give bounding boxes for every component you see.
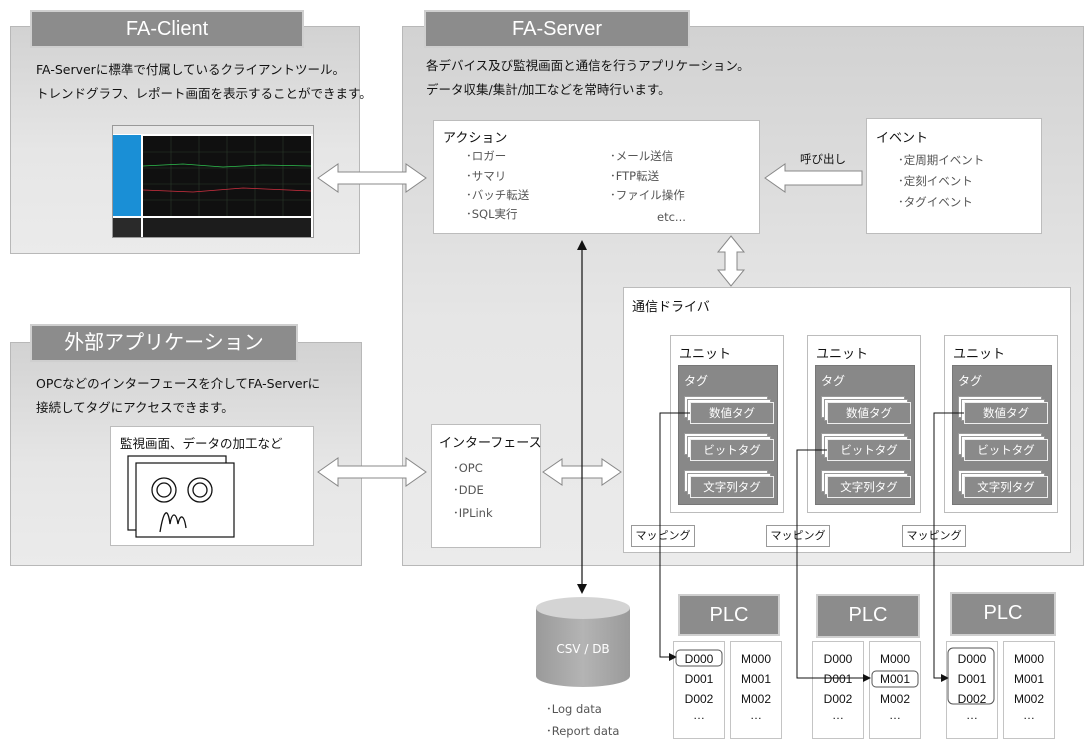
action-item: ･SQL実行 xyxy=(466,207,518,221)
action-item: ･ロガー xyxy=(466,149,507,163)
numeric-tag: 数値タグ xyxy=(964,402,1048,424)
action-etc: etc... xyxy=(657,210,686,224)
m002-cell: M002 xyxy=(879,692,911,706)
m001-cell: M001 xyxy=(879,672,911,686)
client-table-side xyxy=(113,218,141,237)
event-item: ･定刻イベント xyxy=(898,174,973,188)
fa-server-desc-line2: データ収集/集計/加工などを常時行います。 xyxy=(426,82,671,97)
d000-cell: D000 xyxy=(684,652,714,666)
driver-title: 通信ドライバ xyxy=(632,300,710,315)
client-sidebar xyxy=(113,135,141,216)
m001-cell: M001 xyxy=(1013,672,1045,686)
client-trend-graph xyxy=(143,136,311,216)
client-screen-thumbnail xyxy=(112,125,314,238)
database-note: ･Report data xyxy=(546,724,620,738)
plc-d-memory: D000 D001 D002 … xyxy=(812,641,864,739)
ellipsis: … xyxy=(1023,708,1035,722)
bit-tag: ビットタグ xyxy=(964,439,1048,461)
client-titlebar xyxy=(113,126,313,134)
ellipsis: … xyxy=(889,708,901,722)
monitor-screen-title: 監視画面、データの加工など xyxy=(120,436,283,451)
interface-item: ･IPLink xyxy=(453,506,493,520)
fa-client-desc-line2: トレンドグラフ、レポート画面を表示することができます。 xyxy=(36,86,372,101)
event-item: ･定周期イベント xyxy=(898,153,985,167)
string-tag: 文字列タグ xyxy=(964,476,1048,498)
numeric-tag: 数値タグ xyxy=(690,402,774,424)
m001-cell: M001 xyxy=(740,672,772,686)
tag-group-label: タグ xyxy=(684,374,709,388)
action-title: アクション xyxy=(443,131,508,146)
interface-box xyxy=(431,424,541,548)
unit-title: ユニット xyxy=(679,347,732,362)
plc-m-memory: M000 M001 M002 … xyxy=(869,641,921,739)
d000-cell: D000 xyxy=(957,652,987,666)
interface-title: インターフェース xyxy=(439,436,542,451)
external-app-desc-line1: OPCなどのインターフェースを介してFA-Serverに xyxy=(36,376,321,391)
action-item: ･ファイル操作 xyxy=(610,188,685,202)
action-item: ･サマリ xyxy=(466,169,507,183)
d002-cell: D002 xyxy=(684,692,714,706)
ellipsis: … xyxy=(832,708,844,722)
fa-client-desc-line1: FA-Serverに標準で付属しているクライアントツール。 xyxy=(36,62,345,77)
d002-cell: D002 xyxy=(957,692,987,706)
tag-group-label: タグ xyxy=(958,374,983,388)
database-label: CSV / DB xyxy=(556,642,610,656)
m002-cell: M002 xyxy=(740,692,772,706)
interface-item: ･OPC xyxy=(453,461,483,475)
fa-server-title: FA-Server xyxy=(424,10,690,48)
database-note: ･Log data xyxy=(546,702,602,716)
plc-title: PLC xyxy=(950,592,1056,636)
d001-cell: D001 xyxy=(957,672,987,686)
plc-m-memory: M000 M001 M002 … xyxy=(730,641,782,739)
unit-title: ユニット xyxy=(953,347,1006,362)
plc-d-memory: D000 D001 D002 … xyxy=(673,641,725,739)
event-item: ･タグイベント xyxy=(898,195,973,209)
m000-cell: M000 xyxy=(1013,652,1045,666)
tag-group-label: タグ xyxy=(821,374,846,388)
interface-item: ･DDE xyxy=(453,483,484,497)
m000-cell: M000 xyxy=(879,652,911,666)
bit-tag: ビットタグ xyxy=(690,439,774,461)
plc-m-memory: M000 M001 M002 … xyxy=(1003,641,1055,739)
plc-title: PLC xyxy=(678,594,780,636)
event-title: イベント xyxy=(876,131,929,146)
call-label: 呼び出し xyxy=(800,152,846,166)
action-box xyxy=(433,120,760,234)
fa-server-desc-line1: 各デバイス及び監視画面と通信を行うアプリケーション。 xyxy=(426,58,750,73)
m002-cell: M002 xyxy=(1013,692,1045,706)
d001-cell: D001 xyxy=(684,672,714,686)
plc-title: PLC xyxy=(816,594,920,638)
ellipsis: … xyxy=(693,708,705,722)
numeric-tag: 数値タグ xyxy=(827,402,911,424)
m000-cell: M000 xyxy=(740,652,772,666)
action-item: ･バッチ転送 xyxy=(466,188,530,202)
unit-title: ユニット xyxy=(816,347,869,362)
fa-client-title: FA-Client xyxy=(30,10,304,48)
action-item: ･メール送信 xyxy=(610,149,674,163)
d002-cell: D002 xyxy=(823,692,853,706)
external-app-desc-line2: 接続してタグにアクセスできます。 xyxy=(36,400,234,415)
event-box xyxy=(866,118,1042,234)
d000-cell: D000 xyxy=(823,652,853,666)
external-app-title: 外部アプリケーション xyxy=(30,324,298,362)
plc-d-memory: D000 D001 D002 … xyxy=(946,641,998,739)
ellipsis: … xyxy=(966,708,978,722)
ellipsis: … xyxy=(750,708,762,722)
client-data-table xyxy=(143,218,311,237)
action-item: ･FTP転送 xyxy=(610,169,660,183)
d001-cell: D001 xyxy=(823,672,853,686)
string-tag: 文字列タグ xyxy=(690,476,774,498)
